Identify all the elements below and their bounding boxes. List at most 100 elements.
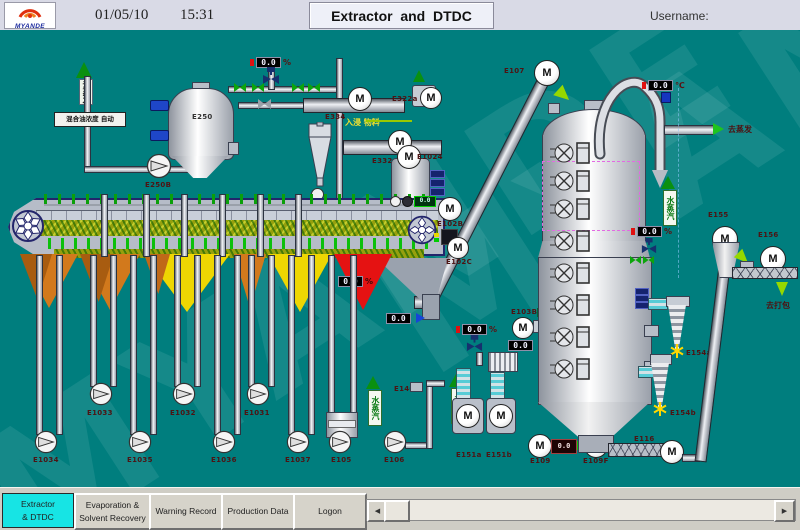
tab-label: Logon xyxy=(318,506,342,517)
alarm-dot xyxy=(456,326,460,333)
motor-e107[interactable]: M xyxy=(534,60,560,86)
equipment-tag: E1033 xyxy=(87,409,113,417)
rotary-stage-icon[interactable] xyxy=(550,141,594,165)
equipment-tag: E102C xyxy=(446,258,473,266)
fan-star-icon[interactable] xyxy=(670,344,684,358)
cyclone-e154b xyxy=(651,363,669,407)
rotary-stage-icon[interactable] xyxy=(550,325,594,349)
tab-production-data[interactable]: Production Data xyxy=(221,493,295,530)
control-valve-icon[interactable] xyxy=(262,67,280,90)
fan-star-icon[interactable] xyxy=(653,402,667,416)
tank-e250[interactable]: E250 xyxy=(168,82,239,188)
horizontal-scrollbar[interactable]: ◀ ▶ xyxy=(366,499,796,522)
control-valve-icon[interactable] xyxy=(466,335,483,357)
motor-e151a[interactable]: M xyxy=(456,404,480,428)
motor-e151b[interactable]: M xyxy=(489,404,513,428)
equipment-tag: E151a xyxy=(456,451,482,459)
rotary-stage-icon[interactable] xyxy=(550,261,594,285)
valve-icon[interactable] xyxy=(630,256,641,264)
equipment-tag: E250B xyxy=(145,181,172,189)
flow-arrow-right-icon xyxy=(416,313,425,323)
rotary-stage-icon[interactable] xyxy=(550,197,594,221)
tab-evaporation-solvent-recovery[interactable]: Evaporation & Solvent Recovery xyxy=(74,493,151,530)
equipment-tag: E102B xyxy=(437,220,464,228)
drive-wheel-icon xyxy=(12,210,44,242)
tab-logon[interactable]: Logon xyxy=(293,493,367,530)
pipe xyxy=(234,255,241,435)
status-bar xyxy=(430,188,445,196)
status-lamp xyxy=(390,196,401,207)
pump-e1034[interactable] xyxy=(34,430,58,454)
equipment-tag: E116 xyxy=(634,435,655,443)
pump-e1037[interactable] xyxy=(286,430,310,454)
display-value: 0.0 xyxy=(462,324,487,335)
status-bar xyxy=(635,288,649,295)
motor-e116[interactable]: M xyxy=(660,440,684,464)
equipment-tag: E105 xyxy=(331,456,352,464)
level-switch-icon[interactable] xyxy=(150,130,169,141)
tower-cone xyxy=(538,402,650,437)
guide-line xyxy=(678,88,679,278)
rotary-stage-icon[interactable] xyxy=(550,357,594,381)
motor-e102b[interactable]: M xyxy=(438,197,462,221)
pump-e1033[interactable] xyxy=(89,382,113,406)
pump-e1031[interactable] xyxy=(246,382,270,406)
valve-icon[interactable] xyxy=(258,99,271,109)
pump-e1035[interactable] xyxy=(128,430,152,454)
display-unit: % xyxy=(283,58,292,67)
motor-e334[interactable]: M xyxy=(348,87,372,111)
pump-e105[interactable] xyxy=(328,430,352,454)
indicator xyxy=(434,238,439,242)
tab-extractor-dtdc[interactable]: Extractor & DTDC xyxy=(2,493,74,528)
equipment-tag: E140 xyxy=(394,385,415,393)
pipe xyxy=(150,255,157,435)
valve-icon[interactable] xyxy=(308,83,320,92)
scroll-right-button[interactable]: ▶ xyxy=(774,500,795,522)
display-value: 0.0 xyxy=(508,340,533,351)
display-unit: % xyxy=(664,227,673,236)
equipment-tag: E1037 xyxy=(285,456,311,464)
rotary-stage-icon[interactable] xyxy=(550,293,594,317)
pump-e1036[interactable] xyxy=(212,430,236,454)
motor-e103b[interactable]: M xyxy=(512,317,534,339)
equipment-tag: E155 xyxy=(708,211,729,219)
display-value: 0.0 xyxy=(648,80,673,91)
screw-conveyor-e116 xyxy=(608,443,674,457)
dtdc-tower[interactable] xyxy=(538,100,659,480)
status-bar xyxy=(430,179,445,187)
valve-icon[interactable] xyxy=(234,83,246,92)
rotary-stage-icon[interactable] xyxy=(550,169,594,193)
equipment-tag: E334 xyxy=(325,113,346,121)
spray-nozzle-row xyxy=(44,194,428,206)
motor-e1024[interactable]: M xyxy=(397,145,421,169)
valve-icon[interactable] xyxy=(643,256,654,264)
motor-e109[interactable]: M xyxy=(528,434,552,458)
pump-e250b[interactable] xyxy=(146,153,172,179)
extractor-vessel[interactable]: 0.0 % xyxy=(8,194,448,344)
to-packing-label: 去打包 xyxy=(766,301,790,310)
control-valve-icon[interactable] xyxy=(641,238,657,259)
tank-body xyxy=(168,88,234,160)
pipe xyxy=(257,194,264,257)
rotary-stage-icon[interactable] xyxy=(550,229,594,253)
tab-label: Production Data xyxy=(227,506,289,517)
motor-e102c[interactable]: M xyxy=(447,237,469,259)
steam-label: 水蒸汽 xyxy=(368,390,382,426)
tower-nozzle xyxy=(548,103,560,114)
valve-icon[interactable] xyxy=(661,92,671,103)
equipment-tag: E322a xyxy=(392,95,418,103)
pump-e1032[interactable] xyxy=(172,382,196,406)
tab-warning-record[interactable]: Warning Record xyxy=(149,493,223,530)
equipment-tag: E109 xyxy=(530,457,551,465)
pipe xyxy=(181,194,188,257)
valve-icon[interactable] xyxy=(252,83,264,92)
display-e109: 0.0 xyxy=(551,439,577,454)
status-lamp xyxy=(402,196,413,207)
motor-e332[interactable]: M xyxy=(388,130,412,154)
scrollbar-thumb[interactable] xyxy=(384,500,410,522)
pump-e106[interactable] xyxy=(383,430,407,454)
valve-icon[interactable] xyxy=(292,83,304,92)
alarm-dot xyxy=(631,228,635,235)
level-switch-icon[interactable] xyxy=(150,100,169,111)
motor-e322a[interactable]: M xyxy=(420,87,442,109)
